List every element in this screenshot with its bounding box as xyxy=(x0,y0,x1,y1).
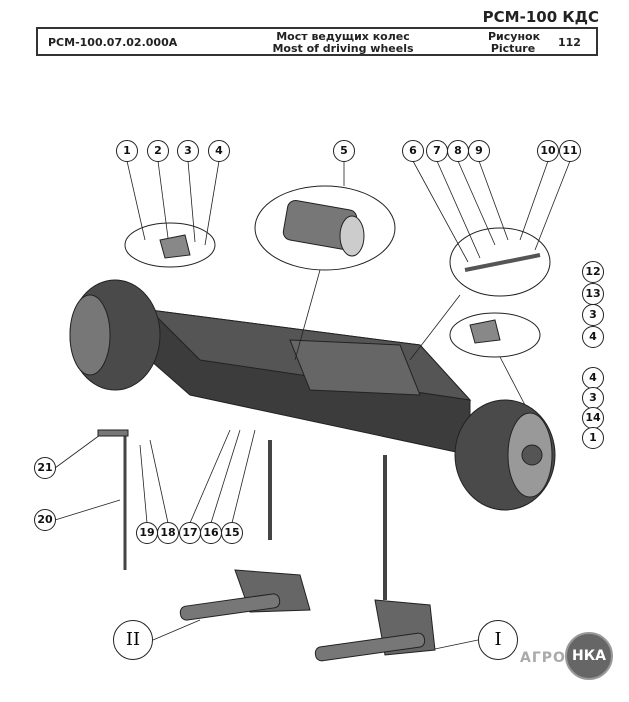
detail-ellipse-motor xyxy=(254,185,396,271)
callout-17: 17 xyxy=(179,522,201,544)
callout-4: 4 xyxy=(582,367,604,389)
callout-9: 9 xyxy=(468,140,490,162)
callout-12: 12 xyxy=(582,261,604,283)
callout-14: 14 xyxy=(582,407,604,429)
callout-18: 18 xyxy=(157,522,179,544)
callout-16: 16 xyxy=(200,522,222,544)
detail-ellipse-bracket xyxy=(124,222,216,268)
detail-ellipse-bracket-right xyxy=(449,312,541,358)
callout-2: 2 xyxy=(147,140,169,162)
picture-label-ru: Рисунок xyxy=(488,30,541,43)
view-label-II: II xyxy=(113,620,153,660)
callout-13: 13 xyxy=(582,283,604,305)
title-en: Most of driving wheels xyxy=(272,42,414,55)
callout-8: 8 xyxy=(447,140,469,162)
callout-11: 11 xyxy=(559,140,581,162)
callout-6: 6 xyxy=(402,140,424,162)
callout-3: 3 xyxy=(177,140,199,162)
callout-4: 4 xyxy=(582,326,604,348)
part-code: РСМ-100.07.02.000А xyxy=(48,36,178,49)
callout-20: 20 xyxy=(34,509,56,531)
picture-number: 112 xyxy=(558,36,581,49)
callout-3: 3 xyxy=(582,304,604,326)
callout-15: 15 xyxy=(221,522,243,544)
callout-21: 21 xyxy=(34,457,56,479)
cylinder-view-II xyxy=(179,440,311,621)
title-ru: Мост ведущих колес xyxy=(276,30,410,43)
callout-1: 1 xyxy=(582,427,604,449)
callout-4: 4 xyxy=(208,140,230,162)
callout-19: 19 xyxy=(136,522,158,544)
brand-title: РСМ-100 КДС xyxy=(482,8,599,26)
view-label-I: I xyxy=(478,620,518,660)
agronka-logo: АГРО НКА xyxy=(520,632,615,682)
callout-10: 10 xyxy=(537,140,559,162)
picture-label-en: Picture xyxy=(490,42,536,55)
callout-3: 3 xyxy=(582,387,604,409)
logo-text: АГРО xyxy=(520,650,566,666)
cylinder-view-I xyxy=(314,455,436,662)
header-table: РСМ-100.07.02.000А Мост ведущих колес Mo… xyxy=(36,27,598,56)
callout-7: 7 xyxy=(426,140,448,162)
logo-circle: НКА xyxy=(565,632,613,680)
callout-1: 1 xyxy=(116,140,138,162)
detail-ellipse-linkage xyxy=(449,227,551,297)
callout-5: 5 xyxy=(333,140,355,162)
